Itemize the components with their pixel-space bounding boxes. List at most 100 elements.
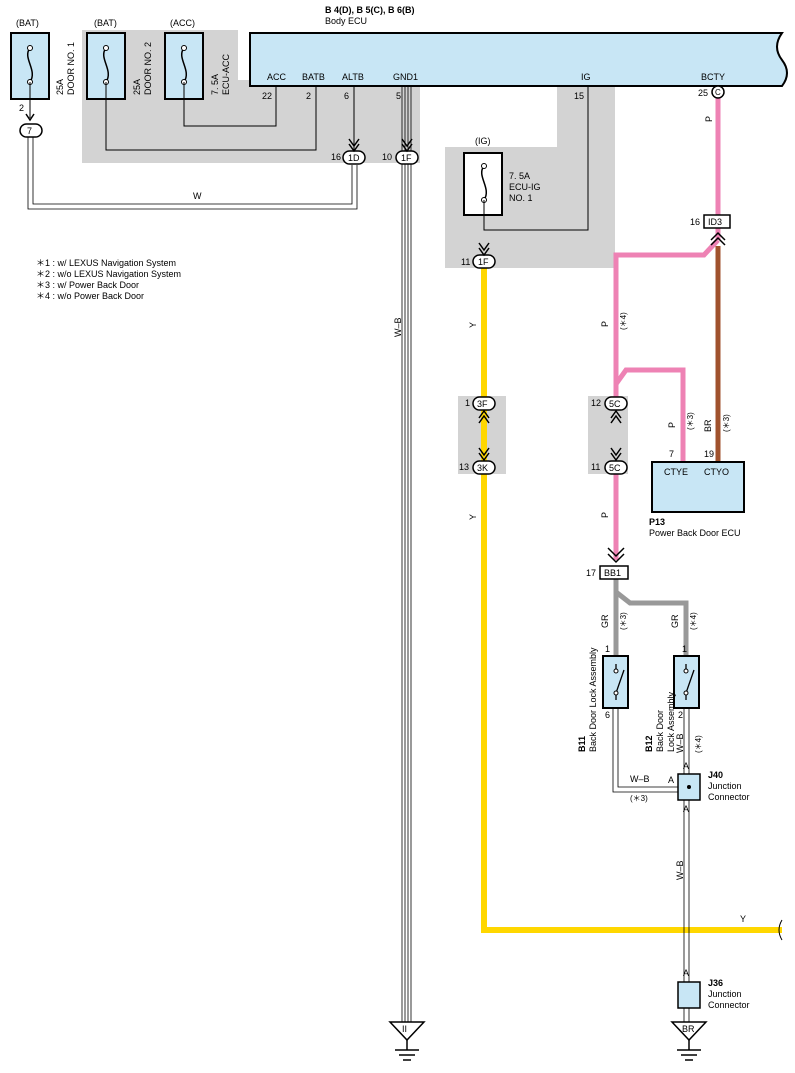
fuse-ecuig-rating: 7. 5A bbox=[509, 171, 530, 181]
wire-gr-label-2: GR bbox=[670, 614, 680, 628]
body-ecu-name: Body ECU bbox=[325, 16, 367, 26]
p13-ecu-box bbox=[651, 461, 745, 513]
wire-gr-tag-2: (＊4) bbox=[689, 612, 698, 630]
connector-7 bbox=[19, 123, 43, 138]
wire-br-tag: (＊3) bbox=[722, 414, 731, 432]
connector-1f-top-name: 1F bbox=[401, 153, 412, 163]
pin-ig-num: 15 bbox=[574, 91, 584, 101]
pin-gnd1-name: GND1 bbox=[393, 72, 418, 82]
j40-code: J40 bbox=[708, 770, 723, 780]
wire-wb-gnd bbox=[401, 86, 412, 1022]
wire-p-label-4: P bbox=[600, 512, 610, 518]
connector-5c-arrows bbox=[610, 409, 622, 462]
wire-wb-b12-tag: (＊4) bbox=[694, 735, 703, 753]
pin-bcty-num: 25 bbox=[698, 88, 708, 98]
b11-pin-bot: 6 bbox=[605, 710, 610, 720]
connector-1d-arrow bbox=[348, 138, 360, 153]
fuse-ecuig-box bbox=[463, 152, 503, 216]
wire-p-label-3: P bbox=[667, 422, 677, 428]
wire-br-label: BR bbox=[703, 419, 713, 432]
fuse-door2-source: (BAT) bbox=[94, 18, 117, 28]
b11-terminal-bot bbox=[613, 690, 619, 696]
fuse-door1-name: DOOR NO. 1 bbox=[66, 42, 76, 95]
fuse-ecuig-source: (IG) bbox=[475, 136, 491, 146]
b12-name: Back Door bbox=[655, 710, 665, 752]
internal-wires bbox=[29, 82, 589, 231]
fuse-door1-pin: 2 bbox=[19, 103, 24, 113]
connector-3k-name: 3K bbox=[477, 463, 488, 473]
fuse-door1-rating: 25A bbox=[55, 79, 65, 95]
j40-name: Junction bbox=[708, 781, 742, 791]
connector-1f-ig-arrow bbox=[478, 242, 490, 257]
wire-gr-tag-1: (＊3) bbox=[619, 612, 628, 630]
connector-3f-pin: 1 bbox=[465, 398, 470, 408]
b12-pin-bot: 2 bbox=[678, 710, 683, 720]
j40-name2: Connector bbox=[708, 792, 750, 802]
connector-3f-name: 3F bbox=[477, 399, 488, 409]
connector-1d-name: 1D bbox=[348, 153, 360, 163]
pin-batb-name: BATB bbox=[302, 72, 325, 82]
connector-1d-pin: 16 bbox=[331, 152, 341, 162]
wire-w-label: W bbox=[193, 191, 202, 201]
pin-batb-num: 2 bbox=[306, 91, 311, 101]
ground-2 bbox=[670, 1021, 708, 1061]
note-3: ＊3 : w/ Power Back Door bbox=[36, 280, 139, 290]
b12-terminal-top bbox=[683, 668, 689, 674]
b12-code: B12 bbox=[644, 735, 654, 752]
pin-ig-name: IG bbox=[581, 72, 591, 82]
wire-p-tag-2: (＊4) bbox=[619, 312, 628, 330]
connector-5c-top-pin: 12 bbox=[591, 398, 601, 408]
connector-5c-bot-name: 5C bbox=[609, 463, 621, 473]
ground-2-label: BR bbox=[682, 1024, 695, 1034]
ground-1-label: II bbox=[402, 1024, 407, 1034]
fuse-door2-name: DOOR NO. 2 bbox=[143, 42, 153, 95]
note-2: ＊2 : w/o LEXUS Navigation System bbox=[36, 269, 181, 279]
connector-bb1 bbox=[599, 565, 629, 580]
connector-3k-pin: 13 bbox=[459, 462, 469, 472]
connector-1f-top-arrow bbox=[401, 138, 413, 153]
b12-terminal-bot bbox=[683, 690, 689, 696]
pin-bcty-name: BCTY bbox=[701, 72, 725, 82]
connector-1f-ig-name: 1F bbox=[478, 257, 489, 267]
j40-pin-bot: A bbox=[683, 804, 689, 814]
p13-pin-ctyo-num: 19 bbox=[704, 449, 714, 459]
fuse-door2-terminal-top bbox=[103, 45, 109, 51]
fuse-door2-rating: 25A bbox=[132, 79, 142, 95]
b11-code: B11 bbox=[577, 736, 587, 752]
wire-gr bbox=[613, 578, 689, 656]
connector-7-name: 7 bbox=[27, 126, 32, 136]
pin-acc-num: 22 bbox=[262, 91, 272, 101]
j36-name: Junction bbox=[708, 989, 742, 999]
j40-pin-left: A bbox=[668, 775, 674, 785]
wire-w bbox=[27, 135, 358, 210]
j36-box bbox=[677, 981, 701, 1009]
b11-terminal-top bbox=[613, 668, 619, 674]
j36-code: J36 bbox=[708, 978, 723, 988]
wire-p-label-2: P bbox=[600, 321, 610, 327]
connector-id3-name: ID3 bbox=[708, 217, 722, 227]
connector-bcty-name: C bbox=[715, 88, 721, 97]
fuse-door1-source: (BAT) bbox=[16, 18, 39, 28]
pin-acc-name: ACC bbox=[267, 72, 287, 82]
wire-p-tag-3: (＊3) bbox=[686, 412, 695, 430]
p13-code: P13 bbox=[649, 517, 665, 527]
wire-wb-j40-j36: W–B bbox=[675, 860, 685, 880]
wire-wb-b11-tag: (＊3) bbox=[630, 794, 648, 803]
connector-bb1-arrow bbox=[607, 547, 625, 564]
fuse-ecuacc-name: ECU-ACC bbox=[221, 53, 231, 95]
wire-p-label-1: P bbox=[704, 116, 714, 122]
wire-wb-b12: W–B bbox=[675, 733, 685, 753]
p13-pin-ctye-name: CTYE bbox=[664, 467, 688, 477]
connector-id3 bbox=[703, 214, 731, 229]
j40-pin-top: A bbox=[683, 761, 689, 771]
pin-altb-num: 6 bbox=[344, 91, 349, 101]
fuse-door1-terminal-top bbox=[27, 45, 33, 51]
connector-1f-top-pin: 10 bbox=[382, 152, 392, 162]
b11-pin-top: 1 bbox=[605, 644, 610, 654]
b11-name: Back Door Lock Assembly bbox=[588, 647, 598, 752]
pin-altb-name: ALTB bbox=[342, 72, 364, 82]
wire-y bbox=[481, 262, 782, 933]
b12-name2: Lock Assembly bbox=[666, 691, 676, 752]
b11-switch-box bbox=[602, 655, 629, 709]
